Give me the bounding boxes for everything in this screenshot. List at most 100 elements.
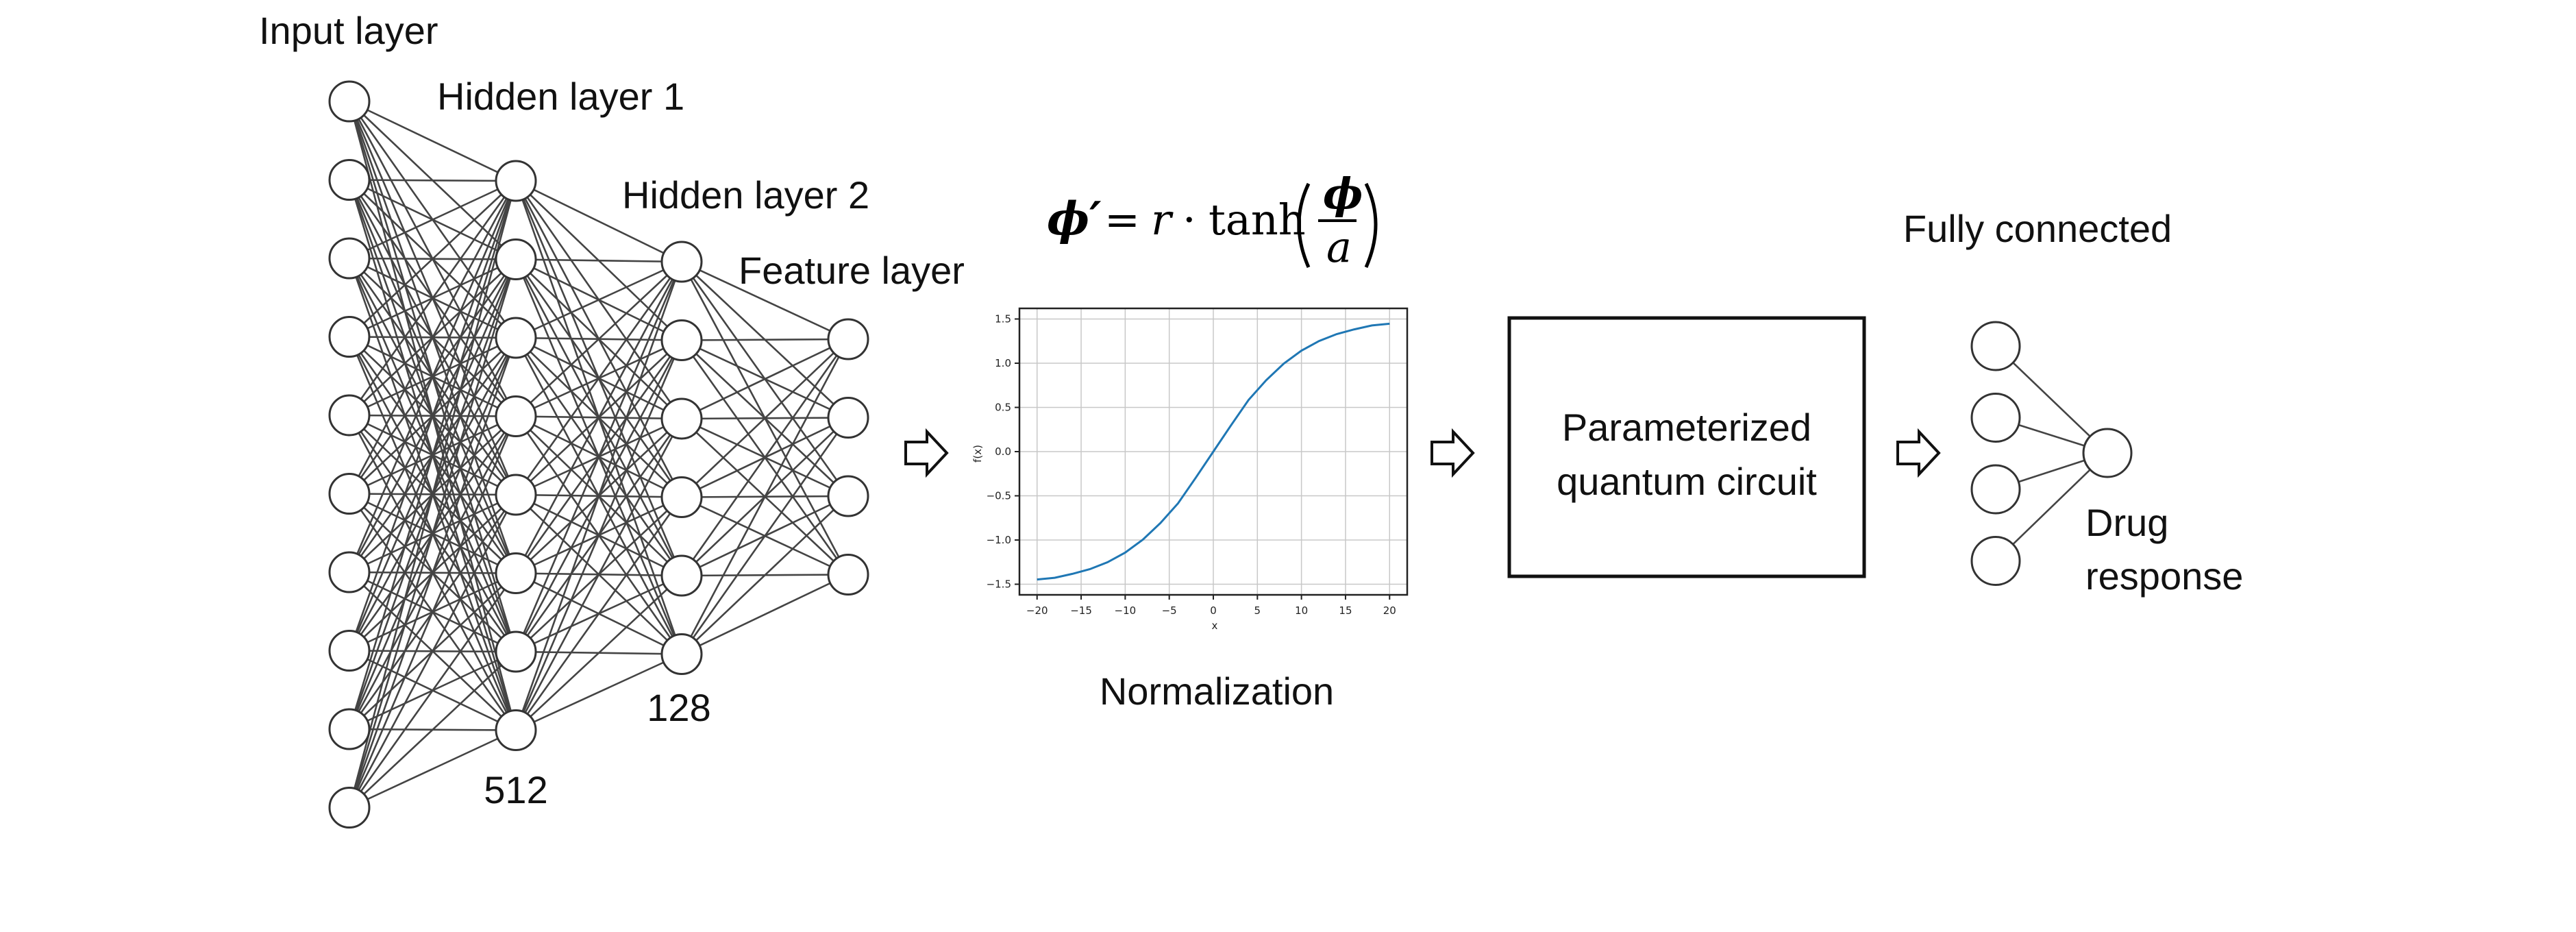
network-edges (348, 100, 850, 809)
plot-x-tick-label: 10 (1295, 604, 1308, 617)
network-edge (680, 339, 850, 655)
fc-input-node (1970, 464, 2021, 515)
network-edge (680, 339, 850, 576)
network-edge (348, 572, 517, 809)
equation-r: r (1151, 195, 1174, 245)
plot-x-tick-label: 5 (1254, 604, 1261, 617)
drug-response-label-line2: response (2085, 554, 2243, 598)
network-nodes (328, 80, 869, 829)
network-edge (348, 337, 517, 808)
neuron-layer-1 (328, 630, 371, 672)
network-edge (515, 575, 682, 731)
neuron-layer-2 (495, 709, 537, 751)
plot-x-tick-label: 20 (1383, 604, 1396, 617)
network-edge (349, 180, 517, 260)
plot-y-tick-label: 0.0 (995, 445, 1011, 458)
network-edge (349, 100, 517, 182)
network-edge (515, 258, 682, 263)
fc-nodes (1970, 321, 2133, 586)
network-edge (349, 651, 517, 809)
network-edge (515, 339, 683, 731)
network-edge (515, 653, 682, 731)
plot-grid (1019, 308, 1407, 595)
fc-edge (1995, 345, 2108, 454)
hidden-layer-2-count: 128 (647, 686, 710, 729)
fc-input-node (1970, 321, 2021, 371)
network-edge (515, 261, 683, 574)
feature-layer-label: Feature layer (739, 249, 965, 292)
network-edge (681, 495, 849, 655)
neuron-layer-2 (495, 630, 537, 673)
neuron-layer-2 (495, 395, 537, 437)
network-edge (680, 417, 850, 655)
neuron-layer-3 (660, 241, 703, 283)
network-edge (681, 260, 849, 341)
network-edge (681, 339, 849, 498)
plot-x-axis-label: x (1212, 620, 1218, 632)
normalization-label: Normalization (1100, 670, 1334, 713)
network-edge (515, 260, 682, 339)
neuron-layer-2 (495, 317, 537, 359)
neuron-layer-3 (660, 397, 703, 440)
plot-frame (1018, 307, 1409, 596)
neuron-layer-1 (328, 708, 371, 750)
plot-y-tick-label: −1.5 (987, 578, 1011, 591)
network-edge (348, 180, 517, 573)
neuron-layer-3 (660, 554, 703, 597)
network-edge (515, 180, 682, 263)
arrow-right-icon (904, 428, 949, 478)
network-edge (349, 729, 517, 809)
equation-numerator: ϕ (1323, 169, 1363, 219)
network-edge (515, 261, 683, 731)
equation-dot: · (1182, 195, 1196, 245)
neuron-layer-1 (328, 80, 371, 123)
network-edge (348, 180, 517, 808)
neuron-layer-2 (495, 474, 537, 516)
plot-series (1037, 322, 1390, 581)
neuron-layer-3 (660, 319, 703, 361)
plot-y-tick-label: 1.5 (995, 312, 1011, 325)
neuron-layer-2 (495, 552, 537, 594)
network-edge (348, 494, 517, 809)
fully-connected-label: Fully connected (1903, 207, 2172, 250)
left-paren-icon (1297, 182, 1311, 269)
neuron-layer-4 (827, 397, 869, 439)
network-edge (681, 338, 849, 420)
network-edge (681, 574, 849, 655)
quantum-circuit-box (1507, 316, 1866, 578)
neuron-layer-1 (328, 473, 371, 515)
network-edge (348, 259, 517, 808)
neuron-layer-1 (328, 787, 371, 829)
plot-y-tick-label: −1.0 (987, 534, 1011, 546)
neuron-layer-1 (328, 159, 371, 201)
network-edge (515, 496, 683, 731)
plot-x-tick-label: −5 (1162, 604, 1177, 617)
network-edge (681, 338, 849, 341)
hidden-layer-1-count: 512 (484, 768, 547, 811)
neuron-layer-1 (328, 316, 371, 358)
equation-phi-prime: ϕ′ (1047, 192, 1102, 245)
network-edge (348, 180, 517, 416)
equation-equals: = (1104, 195, 1140, 245)
network-edge (515, 261, 682, 417)
plot-x-tick-label: −20 (1026, 604, 1048, 617)
neuron-layer-1 (328, 394, 371, 437)
equation-denominator: a (1326, 222, 1352, 272)
normalization-equation: ϕ′ = r · tanh ϕ a (1047, 169, 1378, 272)
neuron-layer-4 (827, 475, 869, 517)
neuron-layer-4 (827, 318, 869, 360)
network-edge (348, 415, 517, 809)
fc-output-node (2082, 428, 2133, 478)
neuron-layer-4 (827, 554, 869, 596)
network-edge (515, 418, 683, 731)
plot-y-axis-label: f(x) (971, 445, 984, 463)
plot-x-tick-label: −10 (1115, 604, 1137, 617)
plot-y-tick-label: 1.0 (995, 357, 1011, 369)
plot-y-tick-label: −0.5 (987, 490, 1011, 502)
plot-y-tick-label: 0.5 (995, 401, 1011, 413)
neuron-layer-3 (660, 633, 703, 675)
neuron-layer-3 (660, 476, 703, 518)
